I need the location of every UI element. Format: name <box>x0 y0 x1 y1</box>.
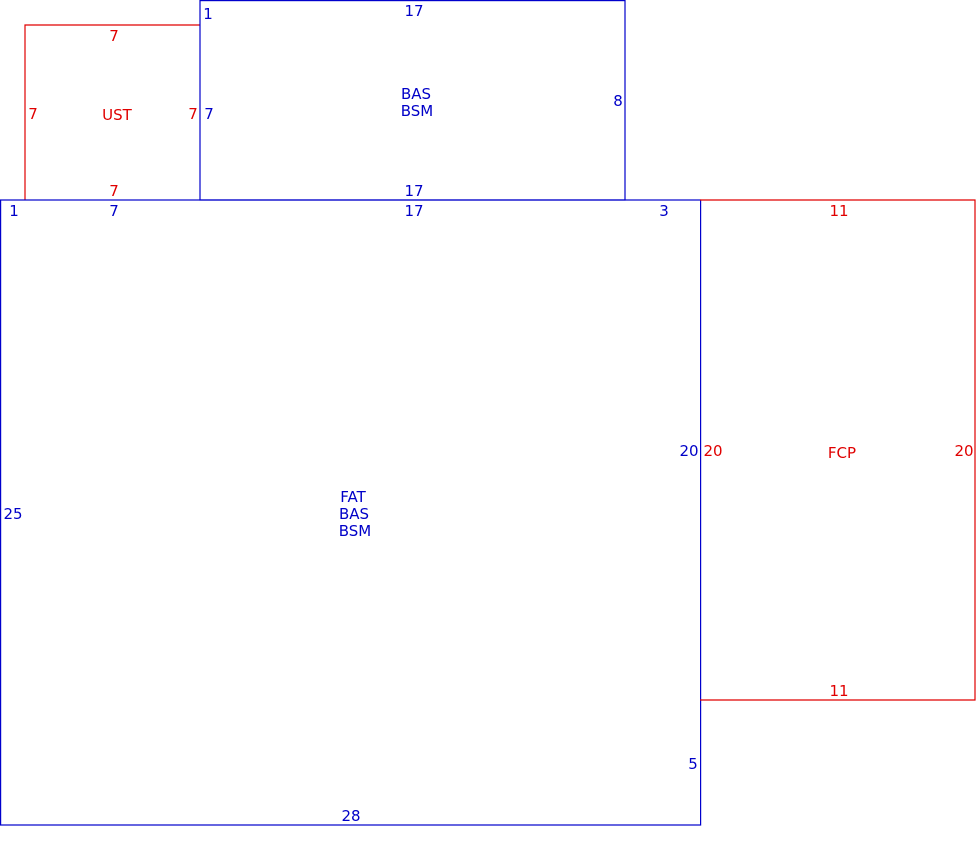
main-top-mid-dim: 17 <box>404 202 423 220</box>
ust-outline <box>24 24 200 200</box>
ust-code-label: UST <box>102 106 133 124</box>
main-code-3: BSM <box>339 522 372 540</box>
fcp-right-dim: 20 <box>954 442 973 460</box>
upper-corner-number: 1 <box>203 5 213 23</box>
upper-right-dim: 8 <box>613 92 623 110</box>
ust-bottom-dim: 7 <box>109 182 119 200</box>
upper-code-1: BAS <box>401 85 431 103</box>
main-right-upper-dim: 20 <box>679 442 698 460</box>
main-right-lower-dim: 5 <box>688 755 698 773</box>
upper-left-dim: 7 <box>204 105 214 123</box>
fcp-top-dim: 11 <box>829 202 848 220</box>
fcp-bottom-dim: 11 <box>829 682 848 700</box>
fcp-left-dim: 20 <box>703 442 722 460</box>
main-left-dim: 25 <box>3 505 22 523</box>
main-bottom-dim: 28 <box>341 807 360 825</box>
main-area-outline <box>0 199 702 826</box>
fcp-code-label: FCP <box>828 444 856 462</box>
ust-top-dim: 7 <box>109 27 119 45</box>
main-top-left-dim: 7 <box>109 202 119 220</box>
ust-right-dim: 7 <box>188 105 198 123</box>
fcp-outline <box>700 199 976 701</box>
upper-bottom-dim: 17 <box>404 182 423 200</box>
upper-top-dim: 17 <box>404 2 423 20</box>
ust-left-dim: 7 <box>28 105 38 123</box>
main-code-1: FAT <box>340 488 366 506</box>
main-code-2: BAS <box>339 505 369 523</box>
upper-code-2: BSM <box>401 102 434 120</box>
main-top-right-dim: 3 <box>659 202 669 220</box>
main-corner-number: 1 <box>9 202 19 220</box>
